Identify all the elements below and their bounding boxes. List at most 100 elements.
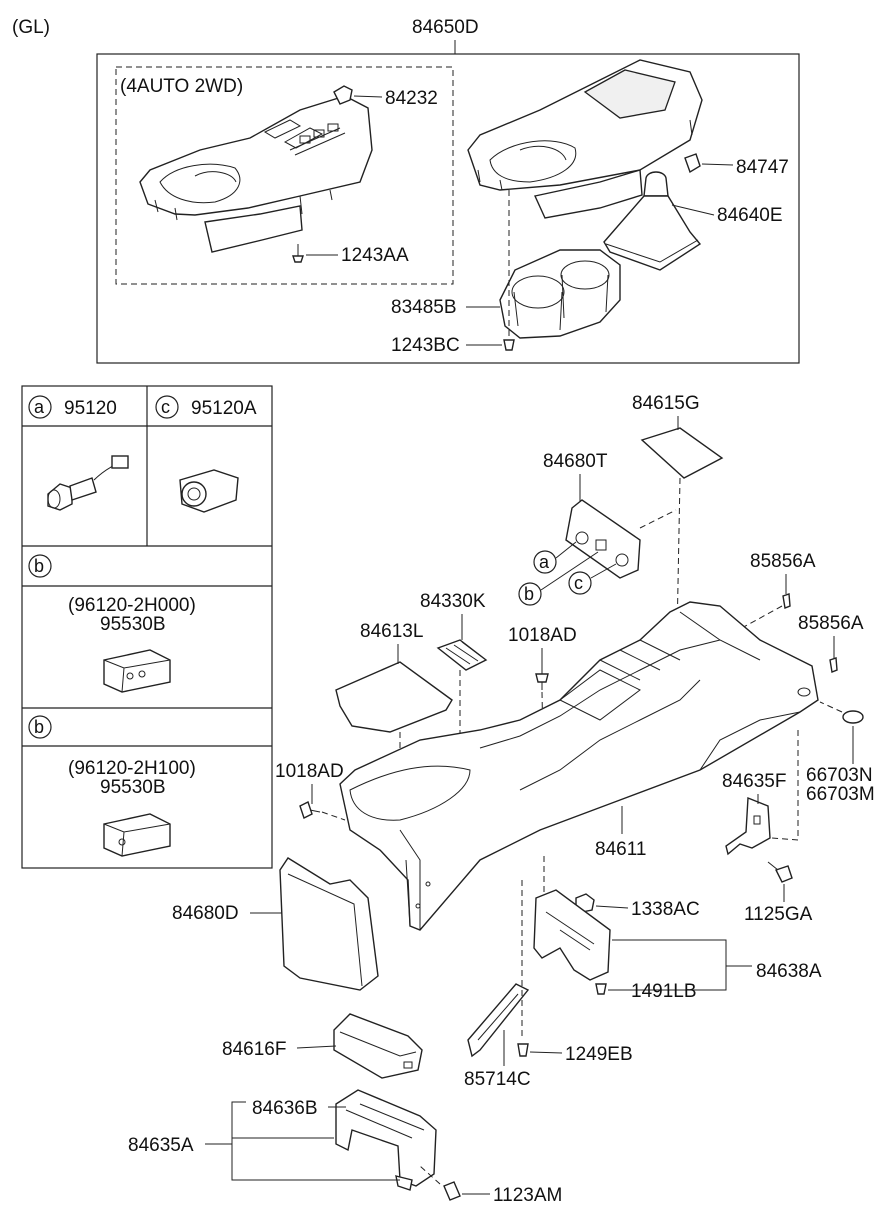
dash-85856A-1 [719, 605, 783, 641]
console-cover-drawing [467, 59, 703, 219]
leader-1249EB [529, 1051, 563, 1054]
cover-84680D-drawing [279, 857, 379, 991]
cap-66703-drawing [842, 710, 864, 724]
legend-part-95120A: 95120A [191, 398, 257, 419]
screw-1491LB-drawing [595, 983, 607, 995]
label-84616F: 84616F [222, 1039, 286, 1060]
legend-callout-b2-letter: b [34, 717, 44, 737]
callout-a-letter: a [539, 552, 550, 572]
label-84747: 84747 [736, 157, 789, 178]
label-1243BC: 1243BC [391, 335, 460, 356]
label-66703M: 66703M [806, 784, 875, 805]
label-1338AC: 1338AC [631, 899, 700, 920]
label-1249EB: 1249EB [565, 1044, 633, 1065]
callout-c-leader [590, 563, 617, 579]
label-83485B: 83485B [391, 297, 457, 318]
mat-84613L-drawing [335, 661, 453, 733]
bracket-84635F-drawing [725, 796, 771, 856]
assembly-label-84650D: 84650D [412, 17, 479, 38]
label-1491LB: 1491LB [631, 981, 697, 1002]
bracket-84636B-drawing [335, 1089, 437, 1191]
dash-1018AD-2 [321, 811, 346, 821]
callout-b-letter: b [524, 584, 534, 604]
switch-95530B-1-drawing [103, 649, 171, 693]
screw-85856A-1-drawing [782, 593, 791, 609]
bracket-line-84635A [231, 1101, 400, 1181]
variant-label: (GL) [12, 17, 50, 38]
label-84635F: 84635F [722, 771, 786, 792]
brace-85714C-drawing [467, 983, 530, 1058]
screw-1249EB-drawing [517, 1043, 529, 1057]
leader-84616F [296, 1045, 337, 1049]
bracket-84638A-drawing [533, 889, 611, 981]
legend-code-96120-2H100: (96120-2H100) [68, 758, 196, 779]
leader-1338AC [595, 905, 629, 909]
callout-c-circle [568, 571, 592, 595]
legend-callout-b2-circle [28, 715, 52, 739]
subassembly-box-4auto-2wd [115, 66, 454, 285]
label-84680T: 84680T [543, 451, 608, 472]
screw-1018AD-2-drawing [299, 801, 321, 819]
clip-84747-drawing [684, 153, 701, 174]
main-console-84611-drawing [339, 601, 819, 931]
subassembly-label: (4AUTO 2WD) [120, 76, 243, 97]
dash-84635F-b [771, 837, 799, 841]
callout-b-circle [518, 582, 542, 606]
label-84232: 84232 [385, 88, 438, 109]
leader-84640E [671, 204, 715, 216]
socket-95120A-drawing [179, 469, 239, 513]
screw-1243BC-drawing [503, 190, 515, 351]
legend-callout-a-letter: a [34, 397, 45, 417]
clip-84232-drawing [333, 85, 353, 105]
dash-84615G [675, 477, 681, 691]
legend-callout-b1-letter: b [34, 556, 44, 576]
console-cover-4auto-drawing [139, 95, 373, 253]
legend-callout-c-letter: c [161, 397, 170, 417]
label-84638A: 84638A [756, 961, 822, 982]
legend-callout-b1-circle [28, 554, 52, 578]
label-84635A: 84635A [128, 1135, 194, 1156]
label-84613L: 84613L [360, 621, 423, 642]
callout-c-letter: c [574, 573, 583, 593]
callout-b-leader [540, 551, 599, 591]
screw-1243AA-drawing [292, 244, 304, 263]
legend-callout-a-circle [28, 395, 52, 419]
dash-66703 [819, 701, 843, 713]
socket-95120-drawing [47, 455, 129, 511]
switch-panel-84680T-drawing [565, 499, 641, 579]
label-66703N: 66703N [806, 765, 873, 786]
label-85856A-1: 85856A [750, 551, 816, 572]
leader-84232 [353, 95, 383, 98]
label-84636B: 84636B [252, 1098, 318, 1119]
shift-boot-drawing [603, 171, 702, 271]
label-85856A-2: 85856A [798, 613, 864, 634]
screw-1125GA-drawing [767, 861, 793, 883]
label-85714C: 85714C [464, 1069, 531, 1090]
label-84330K: 84330K [420, 591, 486, 612]
label-1125GA: 1125GA [744, 904, 813, 925]
bracket-line-84638A [612, 939, 727, 991]
screw-1018AD-1-drawing [535, 673, 549, 690]
callout-a-leader [555, 541, 577, 559]
legend-callout-c-circle [155, 395, 179, 419]
legend-table [21, 385, 273, 869]
label-1243AA: 1243AA [341, 245, 409, 266]
label-1018AD-1: 1018AD [508, 625, 577, 646]
tray-84616F-drawing [333, 1013, 423, 1079]
screw-1123AM-drawing [419, 1165, 461, 1201]
dash-84680T [639, 509, 677, 529]
legend-part-95530B-2: 95530B [100, 777, 166, 798]
vent-84330K-drawing [436, 639, 488, 671]
label-1018AD-2: 1018AD [275, 761, 344, 782]
label-84611: 84611 [595, 839, 646, 860]
assembly-box-84650D [96, 53, 800, 364]
label-84680D: 84680D [172, 903, 239, 924]
label-84640E: 84640E [717, 205, 783, 226]
label-84615G: 84615G [632, 393, 700, 414]
leader-84747 [701, 163, 734, 166]
screw-85856A-2-drawing [829, 657, 838, 673]
switch-95530B-2-drawing [103, 813, 171, 857]
callout-a-circle [533, 550, 557, 574]
